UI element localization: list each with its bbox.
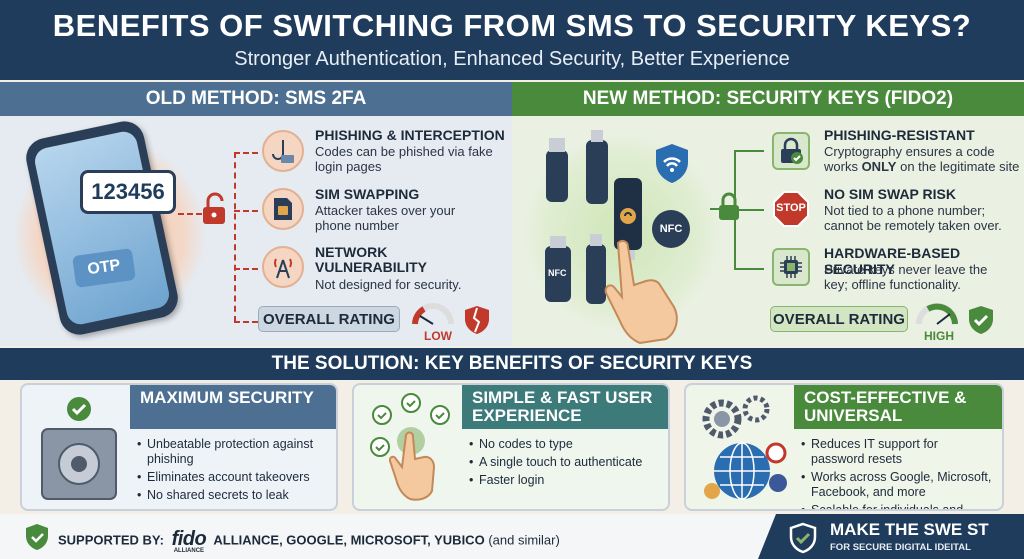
list-item: No shared secrets to leak <box>137 488 328 503</box>
fishhook-icon <box>262 130 304 172</box>
page-subtitle: Stronger Authentication, Enhanced Securi… <box>234 48 790 70</box>
key-touch-icon <box>620 208 636 224</box>
card-list: Reduces IT support for password resets W… <box>801 437 994 509</box>
connector <box>234 321 258 323</box>
new-method-heading: NEW METHOD: SECURITY KEYS (FIDO2) <box>512 82 1024 116</box>
card-list: No codes to type A single touch to authe… <box>469 437 660 491</box>
list-item: Faster login <box>469 473 660 488</box>
card-cost-effective: COST-EFFECTIVE & UNIVERSAL Reduces IT su… <box>684 383 1004 511</box>
pointing-hand-icon <box>604 239 678 345</box>
old-rating-value: LOW <box>424 329 452 343</box>
risk-desc-phishing: Codes can be phished via fake login page… <box>315 144 493 174</box>
check-shield-icon <box>789 522 817 554</box>
sms-code: 123456 <box>80 170 176 214</box>
wifi-shield-icon <box>656 144 688 183</box>
old-method-heading: OLD METHOD: SMS 2FA <box>0 82 512 116</box>
page-title: Benefits of Switching from SMS to Securi… <box>52 8 972 43</box>
card-maximum-security: MAXIMUM SECURITY Unbeatable protection a… <box>20 383 338 511</box>
connector <box>234 152 236 322</box>
list-item: No codes to type <box>469 437 660 452</box>
risk-title-sim: SIM SWAPPING <box>315 186 420 202</box>
low-gauge-icon <box>412 303 454 325</box>
new-rating-label: OVERALL RATING <box>770 306 908 332</box>
cta-title: MAKE THE SWE ST <box>830 520 989 539</box>
new-rating-value: HIGH <box>924 329 954 343</box>
card-simple-fast: SIMPLE & FAST USER EXPERIENCE No codes t… <box>352 383 670 511</box>
card-list: Unbeatable protection against phishing E… <box>137 437 328 506</box>
card-title: MAXIMUM SECURITY <box>130 385 336 429</box>
broken-shield-icon <box>465 306 489 334</box>
high-gauge-icon <box>916 303 958 325</box>
list-item: Unbeatable protection against phishing <box>137 437 328 467</box>
benefit-title-sim: NO SIM SWAP RISK <box>824 186 956 202</box>
risk-title-network: NETWORK VULNERABILITY <box>315 244 427 275</box>
card-title: COST-EFFECTIVE & UNIVERSAL <box>794 385 1002 429</box>
security-key-icon <box>546 138 568 202</box>
connector <box>178 213 202 215</box>
list-item: Scalable for individuals and enterprise <box>801 503 994 509</box>
safe-vault-icon <box>41 397 117 500</box>
locked-padlock-icon <box>719 192 739 220</box>
check-shield-icon <box>26 524 48 550</box>
security-key-icon <box>586 234 606 304</box>
cta-banner: MAKE THE SWE ST FOR SECURE DIGITAL IDEIT… <box>758 514 1024 559</box>
old-rating-label: OVERALL RATING <box>258 306 400 332</box>
security-key-icon <box>586 130 608 204</box>
connector <box>734 150 764 152</box>
connector <box>234 268 258 270</box>
benefit-desc-phishing: Cryptography ensures a code works ONLY o… <box>824 144 1020 174</box>
list-item: A single touch to authenticate <box>469 455 660 470</box>
nfc-label: NFC <box>548 268 567 278</box>
header: Benefits of Switching from SMS to Securi… <box>0 0 1024 80</box>
connector <box>234 152 258 154</box>
benefit-title-hardware: HARDWARE-BASED SECURITY <box>824 245 961 277</box>
risk-desc-network: Not designed for security. <box>315 277 462 292</box>
check-shield-icon <box>969 306 993 334</box>
sim-card-icon <box>262 188 304 230</box>
benefit-desc-sim: Not tied to a phone number; cannot be re… <box>824 203 1002 233</box>
cta-subtitle: FOR SECURE DIGITAL IDEITAL <box>830 542 971 553</box>
cell-tower-icon <box>262 246 304 288</box>
list-item: Works across Google, Microsoft, Facebook… <box>801 470 994 500</box>
risk-title-phishing: PHISHING & INTERCEPTION <box>315 127 505 143</box>
lock-check-icon <box>772 132 810 170</box>
connector <box>234 210 258 212</box>
stop-sign-icon <box>773 191 809 227</box>
benefit-title-phishing: PHISHING-RESISTANT <box>824 127 975 143</box>
stop-sign-text: STOP <box>776 202 806 214</box>
risk-desc-sim: Attacker takes over your phone number <box>315 203 456 233</box>
connector <box>734 209 764 211</box>
card-title: SIMPLE & FAST USER EXPERIENCE <box>462 385 668 429</box>
list-item: Reduces IT support for password resets <box>801 437 994 467</box>
security-key-icon <box>545 236 571 302</box>
globe-gears-icon <box>702 395 787 500</box>
nfc-badge: NFC <box>652 210 690 248</box>
tap-checkmarks-icon <box>370 393 450 501</box>
solution-heading: THE SOLUTION: KEY BENEFITS OF SECURITY K… <box>0 348 1024 380</box>
unlocked-padlock-icon <box>203 192 225 224</box>
list-item: Eliminates account takeovers <box>137 470 328 485</box>
connector <box>734 268 764 270</box>
benefit-desc-hardware: Private keys never leave the key; offlin… <box>824 262 988 292</box>
chip-icon <box>772 248 810 286</box>
